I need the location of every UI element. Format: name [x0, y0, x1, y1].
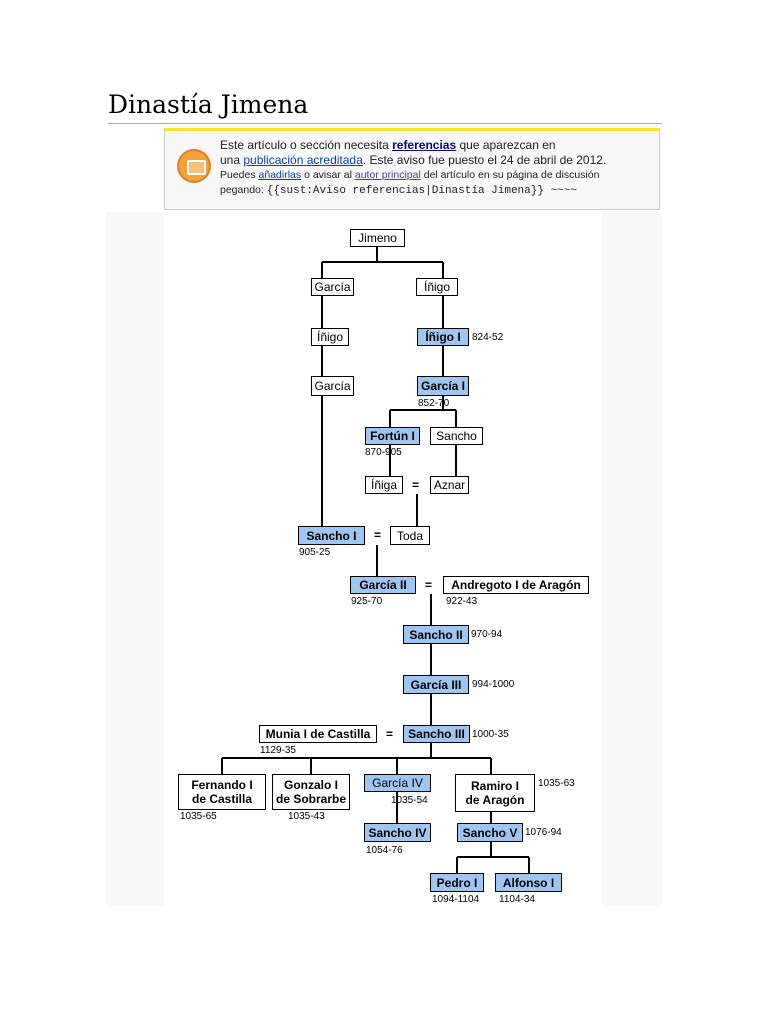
years-garcia-i: 852-70: [418, 398, 450, 409]
notice-text-part: que aparezcan en: [456, 138, 556, 152]
node-ramiro-i: Ramiro I de Aragón: [455, 774, 535, 812]
node-sancho: Sancho: [430, 427, 483, 445]
node-fernando-i-line1: Fernando I: [191, 778, 253, 792]
notice-text-part: Puedes: [220, 169, 259, 181]
references-notice: Este artículo o sección necesita referen…: [164, 128, 660, 210]
node-garcia: García: [311, 278, 354, 296]
node-andregoto-i: Andregoto I de Aragón: [443, 576, 589, 594]
node-garcia-iv: García IV: [364, 774, 431, 792]
node-gonzalo-i: Gonzalo I de Sobrarbe: [272, 774, 350, 810]
marriage-symbol: =: [425, 578, 433, 592]
tree-frame-right: [602, 212, 662, 906]
years-gonzalo-i: 1035-43: [288, 811, 325, 822]
years-fernando-i: 1035-65: [180, 811, 217, 822]
publicacion-acreditada-link[interactable]: publicación acreditada: [243, 153, 363, 167]
marriage-symbol: =: [374, 528, 382, 542]
node-toda: Toda: [390, 526, 430, 545]
years-garcia-iii: 994-1000: [472, 679, 515, 690]
notice-text-part: una: [220, 153, 244, 167]
node-iniga: Íñiga: [365, 476, 403, 494]
years-andregoto-i: 922-43: [446, 596, 478, 607]
years-sancho-i: 905-25: [299, 547, 331, 558]
node-sancho-i: Sancho I: [298, 526, 365, 545]
node-inigo: Íñigo: [311, 328, 349, 346]
years-munia-i: 1129-35: [260, 745, 296, 756]
notice-text-part: . Este aviso fue puesto el 24 de abril d…: [362, 153, 607, 167]
node-garcia-iii: García III: [403, 675, 469, 694]
node-sancho-iii: Sancho III: [403, 725, 470, 743]
book-warning-icon: [177, 149, 211, 183]
years-inigo-i: 824-52: [472, 332, 504, 343]
referencias-link[interactable]: referencias: [392, 138, 457, 152]
node-garcia-i: García I: [417, 376, 469, 396]
node-fernando-i: Fernando I de Castilla: [178, 774, 266, 810]
notice-text-part: pegando:: [220, 184, 267, 196]
node-pedro-i: Pedro I: [430, 873, 484, 892]
node-inigo: Íñigo: [416, 278, 458, 296]
tree-frame-left: [106, 212, 164, 906]
notice-text-part: del artículo en su página de discusión: [420, 169, 600, 181]
years-ramiro-i: 1035-63: [538, 778, 575, 789]
title-divider: [108, 123, 662, 124]
node-alfonso-i: Alfonso I: [495, 873, 562, 892]
years-sancho-ii: 970-94: [471, 629, 503, 640]
node-sancho-ii: Sancho II: [403, 625, 469, 644]
autor-principal-link[interactable]: autor principal: [354, 169, 421, 181]
notice-text: Este artículo o sección necesita referen…: [220, 138, 650, 199]
notice-text-part: o avisar al: [301, 169, 355, 181]
node-sancho-v: Sancho V: [457, 823, 523, 842]
node-jimeno: Jimeno: [350, 229, 405, 247]
notice-text-part: Este artículo o sección necesita: [220, 138, 393, 152]
node-ramiro-i-line1: Ramiro I: [470, 779, 519, 793]
anadirlas-link[interactable]: añadirlas: [258, 169, 302, 181]
marriage-symbol: =: [386, 727, 394, 741]
years-sancho-iv: 1054-76: [366, 845, 403, 856]
years-fortun-i: 870-905: [365, 447, 402, 458]
template-code: {{sust:Aviso referencias|Dinastía Jimena…: [266, 185, 577, 197]
node-inigo-i: Íñigo I: [417, 328, 469, 346]
node-gonzalo-i-line2: de Sobrarbe: [275, 792, 347, 806]
node-garcia-ii: García II: [350, 576, 416, 594]
page-title: Dinastía Jimena: [108, 90, 309, 119]
marriage-symbol: =: [412, 478, 420, 492]
years-garcia-iv: 1035-54: [391, 795, 428, 806]
years-sancho-v: 1076-94: [525, 827, 562, 838]
node-garcia: García: [311, 376, 354, 396]
node-sancho-iv: Sancho IV: [364, 823, 431, 842]
years-alfonso-i: 1104-34: [499, 894, 535, 905]
years-pedro-i: 1094-1104: [432, 894, 480, 905]
node-ramiro-i-line2: de Aragón: [465, 793, 525, 807]
node-fernando-i-line2: de Castilla: [191, 792, 253, 806]
years-sancho-iii: 1000-35: [472, 729, 509, 740]
node-fortun-i: Fortún I: [365, 427, 420, 445]
node-gonzalo-i-line1: Gonzalo I: [284, 778, 338, 792]
node-munia-i: Munia I de Castilla: [259, 725, 377, 743]
node-aznar: Aznar: [430, 476, 469, 494]
years-garcia-ii: 925-70: [351, 596, 383, 607]
